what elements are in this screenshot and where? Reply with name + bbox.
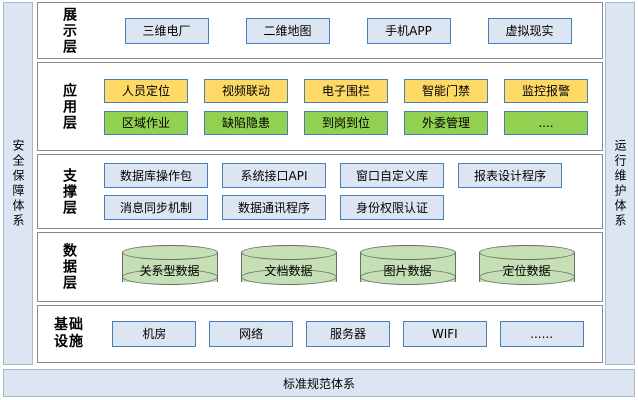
row-application-secondary: 区域作业 缺陷隐患 到岗到位 外委管理 ....	[100, 110, 596, 135]
node-infrastructure-computer-room[interactable]: 机房	[112, 321, 197, 347]
layer-body-application: 人员定位 视频联动 电子围栏 智能门禁 监控报警 区域作业 缺陷隐患 到岗到位 …	[100, 63, 602, 150]
layer-infrastructure: 基础设施 机房 网络 服务器 WIFI ......	[37, 305, 603, 363]
node-application-monitoring-alarm[interactable]: 监控报警	[504, 78, 588, 103]
left-pillar-security-system: 安全保障体系	[3, 2, 33, 365]
cylinder-label: 定位数据	[502, 263, 551, 278]
layer-support: 支撑层 数据库操作包 系统接口API 窗口自定义库 报表设计程序 消息同步机制 …	[37, 154, 603, 229]
layer-body-presentation: 三维电厂 二维地图 手机APP 虚拟现实	[100, 3, 602, 58]
bottom-bar-standards-system: 标准规范体系	[3, 369, 635, 397]
layer-data: 数据层 关系型数据 文档数据	[37, 232, 603, 302]
layer-body-data: 关系型数据 文档数据 图片数据	[100, 233, 602, 301]
row-application-primary: 人员定位 视频联动 电子围栏 智能门禁 监控报警	[100, 78, 596, 103]
layer-body-support: 数据库操作包 系统接口API 窗口自定义库 报表设计程序 消息同步机制 数据通讯…	[100, 155, 602, 228]
node-application-defect-hazard[interactable]: 缺陷隐患	[204, 110, 288, 135]
cylinder-bottom-ellipse	[121, 269, 218, 285]
node-support-report-design-program[interactable]: 报表设计程序	[458, 163, 562, 188]
node-support-data-communication-program[interactable]: 数据通讯程序	[222, 195, 326, 220]
node-application-area-operation[interactable]: 区域作业	[104, 110, 188, 135]
right-pillar-operations-system: 运行维护体系	[605, 2, 635, 365]
cylinder-bottom-ellipse	[478, 269, 575, 285]
node-application-electronic-fence[interactable]: 电子围栏	[304, 78, 388, 103]
node-application-personnel-positioning[interactable]: 人员定位	[104, 78, 188, 103]
layer-label-infrastructure: 基础设施	[54, 317, 84, 350]
cylinder-bottom-ellipse	[240, 269, 337, 285]
cylinder-document-data[interactable]: 文档数据	[240, 245, 337, 289]
node-presentation-2d-map[interactable]: 二维地图	[245, 17, 330, 44]
node-support-system-interface-api[interactable]: 系统接口API	[222, 163, 326, 188]
row-presentation-items: 三维电厂 二维地图 手机APP 虚拟现实	[100, 17, 596, 44]
bottom-bar-label: 标准规范体系	[282, 376, 355, 391]
layer-label-application: 应用层	[61, 82, 77, 131]
node-application-smart-access-control[interactable]: 智能门禁	[404, 78, 488, 103]
node-infrastructure-more[interactable]: ......	[499, 321, 584, 347]
node-application-more[interactable]: ....	[504, 110, 588, 135]
node-presentation-virtual-reality[interactable]: 虚拟现实	[487, 17, 572, 44]
node-infrastructure-network[interactable]: 网络	[209, 321, 294, 347]
layer-label-presentation: 展示层	[61, 6, 77, 55]
row-support-primary: 数据库操作包 系统接口API 窗口自定义库 报表设计程序	[100, 163, 596, 188]
layer-stack: 展示层 三维电厂 二维地图 手机APP 虚拟现实 应用层 人员定位 视频联动	[37, 2, 603, 365]
cylinder-top-ellipse	[240, 245, 337, 260]
layer-presentation: 展示层 三维电厂 二维地图 手机APP 虚拟现实	[37, 2, 603, 59]
row-data-stores: 关系型数据 文档数据 图片数据	[100, 245, 596, 289]
row-infrastructure-items: 机房 网络 服务器 WIFI ......	[100, 321, 596, 347]
right-pillar-label: 运行维护体系	[613, 138, 627, 229]
cylinder-label: 图片数据	[383, 263, 432, 278]
row-support-secondary: 消息同步机制 数据通讯程序 身份权限认证	[100, 195, 596, 220]
cylinder-top-ellipse	[359, 245, 456, 260]
node-support-message-sync-mechanism[interactable]: 消息同步机制	[104, 195, 208, 220]
node-application-post-arrival[interactable]: 到岗到位	[304, 110, 388, 135]
node-infrastructure-server[interactable]: 服务器	[305, 321, 390, 347]
node-application-outsourcing-management[interactable]: 外委管理	[404, 110, 488, 135]
layer-body-infrastructure: 机房 网络 服务器 WIFI ......	[100, 306, 602, 362]
cylinder-label: 文档数据	[264, 263, 313, 278]
layer-label-data: 数据层	[61, 243, 77, 291]
cylinder-positioning-data[interactable]: 定位数据	[478, 245, 575, 289]
node-presentation-mobile-app[interactable]: 手机APP	[366, 17, 451, 44]
node-support-database-operation-package[interactable]: 数据库操作包	[104, 163, 208, 188]
layer-application: 应用层 人员定位 视频联动 电子围栏 智能门禁 监控报警 区域作业 缺陷隐患 到…	[37, 62, 603, 151]
cylinder-relational-data[interactable]: 关系型数据	[121, 245, 218, 289]
node-application-video-linkage[interactable]: 视频联动	[204, 78, 288, 103]
cylinder-top-ellipse	[478, 245, 575, 260]
cylinder-label: 关系型数据	[139, 263, 200, 278]
cylinder-image-data[interactable]: 图片数据	[359, 245, 456, 289]
left-pillar-label: 安全保障体系	[11, 138, 25, 229]
node-presentation-3d-plant[interactable]: 三维电厂	[124, 17, 209, 44]
support-row-spacer	[458, 195, 562, 220]
cylinder-bottom-ellipse	[359, 269, 456, 285]
node-support-identity-authorization[interactable]: 身份权限认证	[340, 195, 444, 220]
node-support-window-custom-library[interactable]: 窗口自定义库	[340, 163, 444, 188]
node-infrastructure-wifi[interactable]: WIFI	[402, 321, 487, 347]
layer-label-support: 支撑层	[61, 167, 77, 216]
cylinder-top-ellipse	[121, 245, 218, 260]
